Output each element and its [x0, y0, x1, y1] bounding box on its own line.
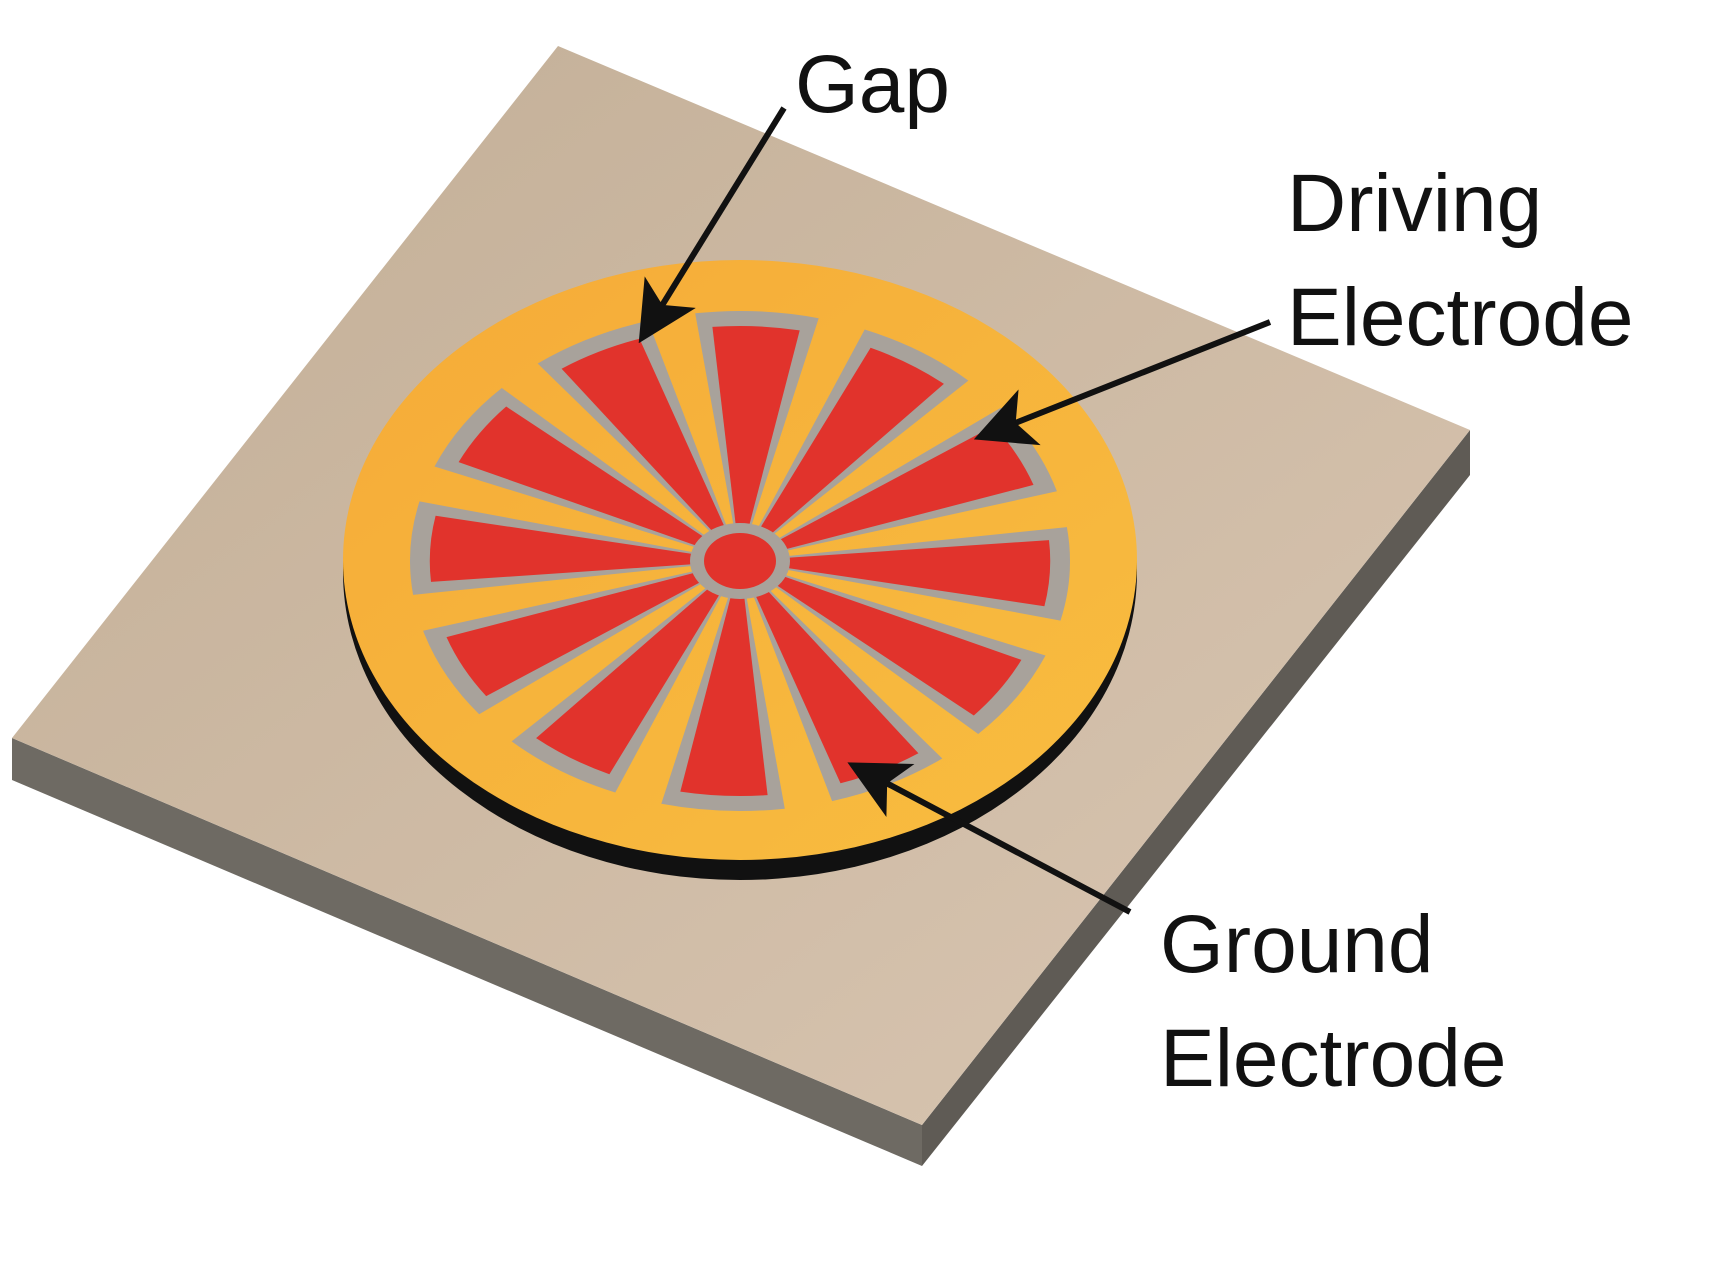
driving-electrode-label-line1: Driving [1287, 158, 1542, 249]
arrows [638, 106, 1272, 915]
driving-finger-6 [745, 571, 919, 784]
driving-finger-5 [752, 566, 1022, 716]
driving-finger-4 [756, 540, 1051, 607]
driving-electrode-hub [704, 533, 776, 589]
substrate-right-side [922, 430, 1470, 1166]
driving-finger-10 [429, 515, 724, 582]
ground-electrode-label-line2: Electrode [1160, 1013, 1506, 1104]
driving-finger-1 [712, 325, 800, 549]
substrate-left-side [12, 738, 922, 1166]
driving-electrode-arrow [973, 319, 1272, 446]
gap-arrow [638, 106, 787, 344]
gap-label: Gap [795, 39, 950, 130]
driving-finger-12 [561, 338, 735, 551]
driving-electrode [429, 325, 1051, 797]
driving-finger-11 [458, 406, 728, 556]
driving-finger-7 [680, 573, 768, 797]
driving-electrode-label-line2: Electrode [1287, 272, 1633, 363]
driving-finger-2 [746, 347, 944, 552]
driving-finger-8 [536, 570, 734, 775]
ground-electrode-label-line1: Ground [1160, 899, 1434, 990]
driving-finger-9 [446, 565, 727, 697]
driving-finger-3 [753, 425, 1034, 557]
ground-electrode-arrow [847, 762, 1132, 915]
